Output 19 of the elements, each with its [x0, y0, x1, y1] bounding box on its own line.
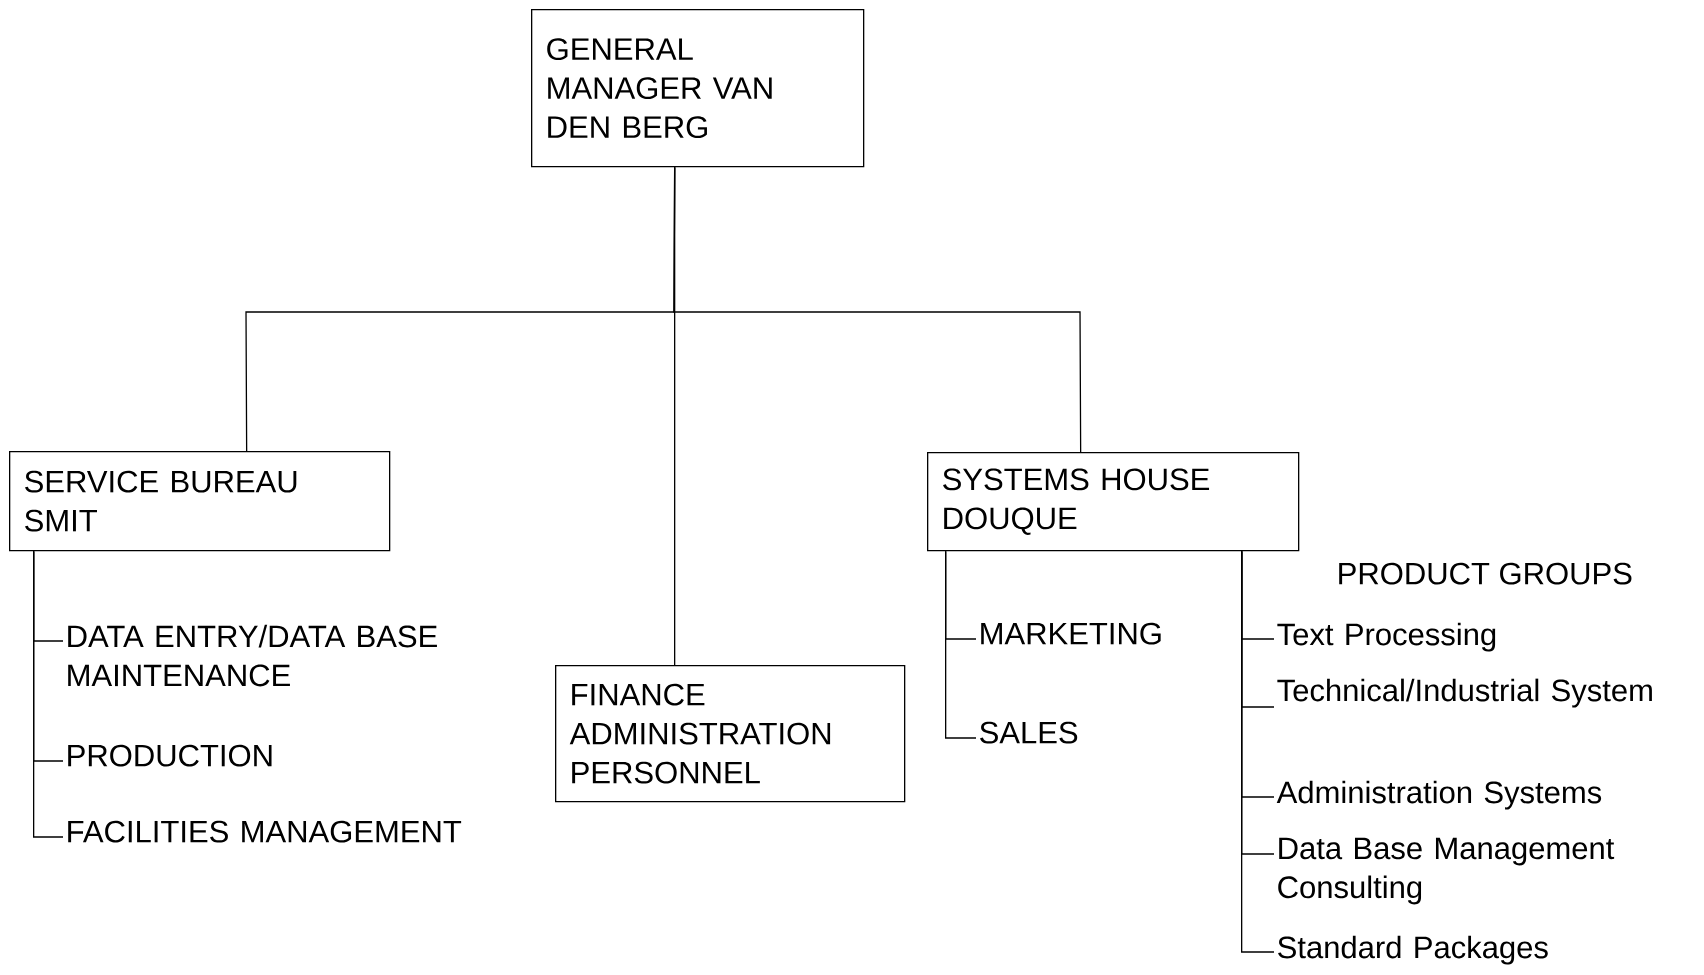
bracket-line — [945, 550, 977, 739]
unit-box: GENERAL MANAGER VAN DEN BERG — [531, 9, 865, 168]
unit-box: FINANCE ADMINISTRATION PERSONNEL — [555, 665, 906, 803]
bracket-line — [33, 550, 64, 838]
unit-label: Administration Systems — [1276, 780, 1602, 810]
unit-label: Data Base Management Consulting — [1278, 837, 1615, 905]
unit-label: SALES — [980, 721, 1078, 744]
unit-label: MARKETING — [981, 622, 1161, 645]
unit-label: PRODUCTION — [68, 744, 272, 767]
bracket-line — [1241, 550, 1275, 953]
unit-label: Technical/Industrial System — [1277, 678, 1652, 708]
unit-label: Text Processing — [1277, 622, 1496, 652]
group-heading: PRODUCT GROUPS — [1339, 562, 1632, 585]
unit-label: Standard Packages — [1278, 935, 1548, 965]
unit-box: SERVICE BUREAU SMIT — [9, 451, 391, 552]
unit-label: FACILITIES MANAGEMENT — [68, 820, 462, 843]
unit-box: SYSTEMS HOUSE DOUQUE — [927, 452, 1300, 552]
connector-line — [673, 166, 1082, 453]
unit-label: DATA ENTRY/DATA BASE MAINTENANCE — [68, 624, 437, 687]
